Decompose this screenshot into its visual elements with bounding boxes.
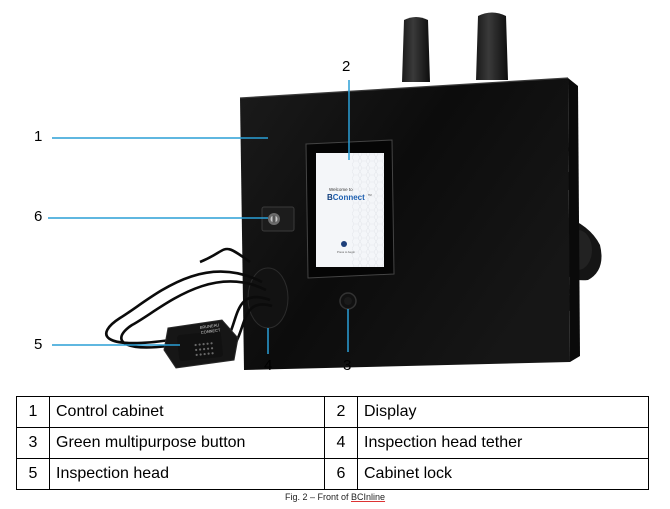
callout-lines (48, 80, 350, 354)
callout-number-1: 1 (34, 128, 43, 145)
part-number: 5 (16, 458, 50, 490)
part-name: Green multipurpose button (49, 427, 325, 459)
caption-prefix: Fig. 2 – Front of (284, 492, 351, 502)
table-row: 1 Control cabinet 2 Display (16, 396, 649, 428)
table-row: 5 Inspection head 6 Cabinet lock (16, 458, 649, 490)
product-figure: Welcome to BConnect TM Press to begin (34, 12, 602, 374)
part-name: Control cabinet (49, 396, 325, 428)
inspection-head-label-line1: BRUNEAU (199, 322, 219, 330)
multipurpose-button (339, 292, 357, 310)
callout-number-5: 5 (34, 336, 43, 353)
inspection-head-label-line2: CONNECT (200, 327, 221, 335)
exhaust-stacks (402, 12, 508, 82)
part-name: Cabinet lock (357, 458, 649, 490)
part-name: Inspection head (49, 458, 325, 490)
part-number: 3 (16, 427, 50, 459)
cabinet-lock (261, 206, 295, 232)
callout-number-2: 2 (342, 58, 351, 75)
callout-number-6: 6 (34, 208, 43, 225)
screen-tm-mark: TM (368, 194, 372, 197)
screen-footer-text: Press to begin (337, 250, 355, 254)
callout-number-3: 3 (343, 357, 352, 374)
caption-product-name: BCInline (351, 492, 386, 502)
figure-caption: Fig. 2 – Front of BCInline (0, 492, 670, 502)
part-number: 4 (324, 427, 358, 459)
inspection-head: BRUNEAU CONNECT (163, 319, 239, 369)
part-number: 6 (324, 458, 358, 490)
part-number: 1 (16, 396, 50, 428)
parts-legend-table: 1 Control cabinet 2 Display 3 Green mult… (16, 396, 649, 490)
part-name: Display (357, 396, 649, 428)
cabinet-illustration: Welcome to BConnect TM Press to begin (48, 12, 602, 370)
screen-brand-logo: BConnect (327, 193, 365, 202)
callout-number-4: 4 (264, 357, 273, 374)
screen-start-icon (341, 241, 347, 247)
display: Welcome to BConnect TM Press to begin (305, 139, 395, 279)
part-number: 2 (324, 396, 358, 428)
part-name: Inspection head tether (357, 427, 649, 459)
screen-welcome-text: Welcome to (329, 187, 353, 192)
table-row: 3 Green multipurpose button 4 Inspection… (16, 427, 649, 459)
